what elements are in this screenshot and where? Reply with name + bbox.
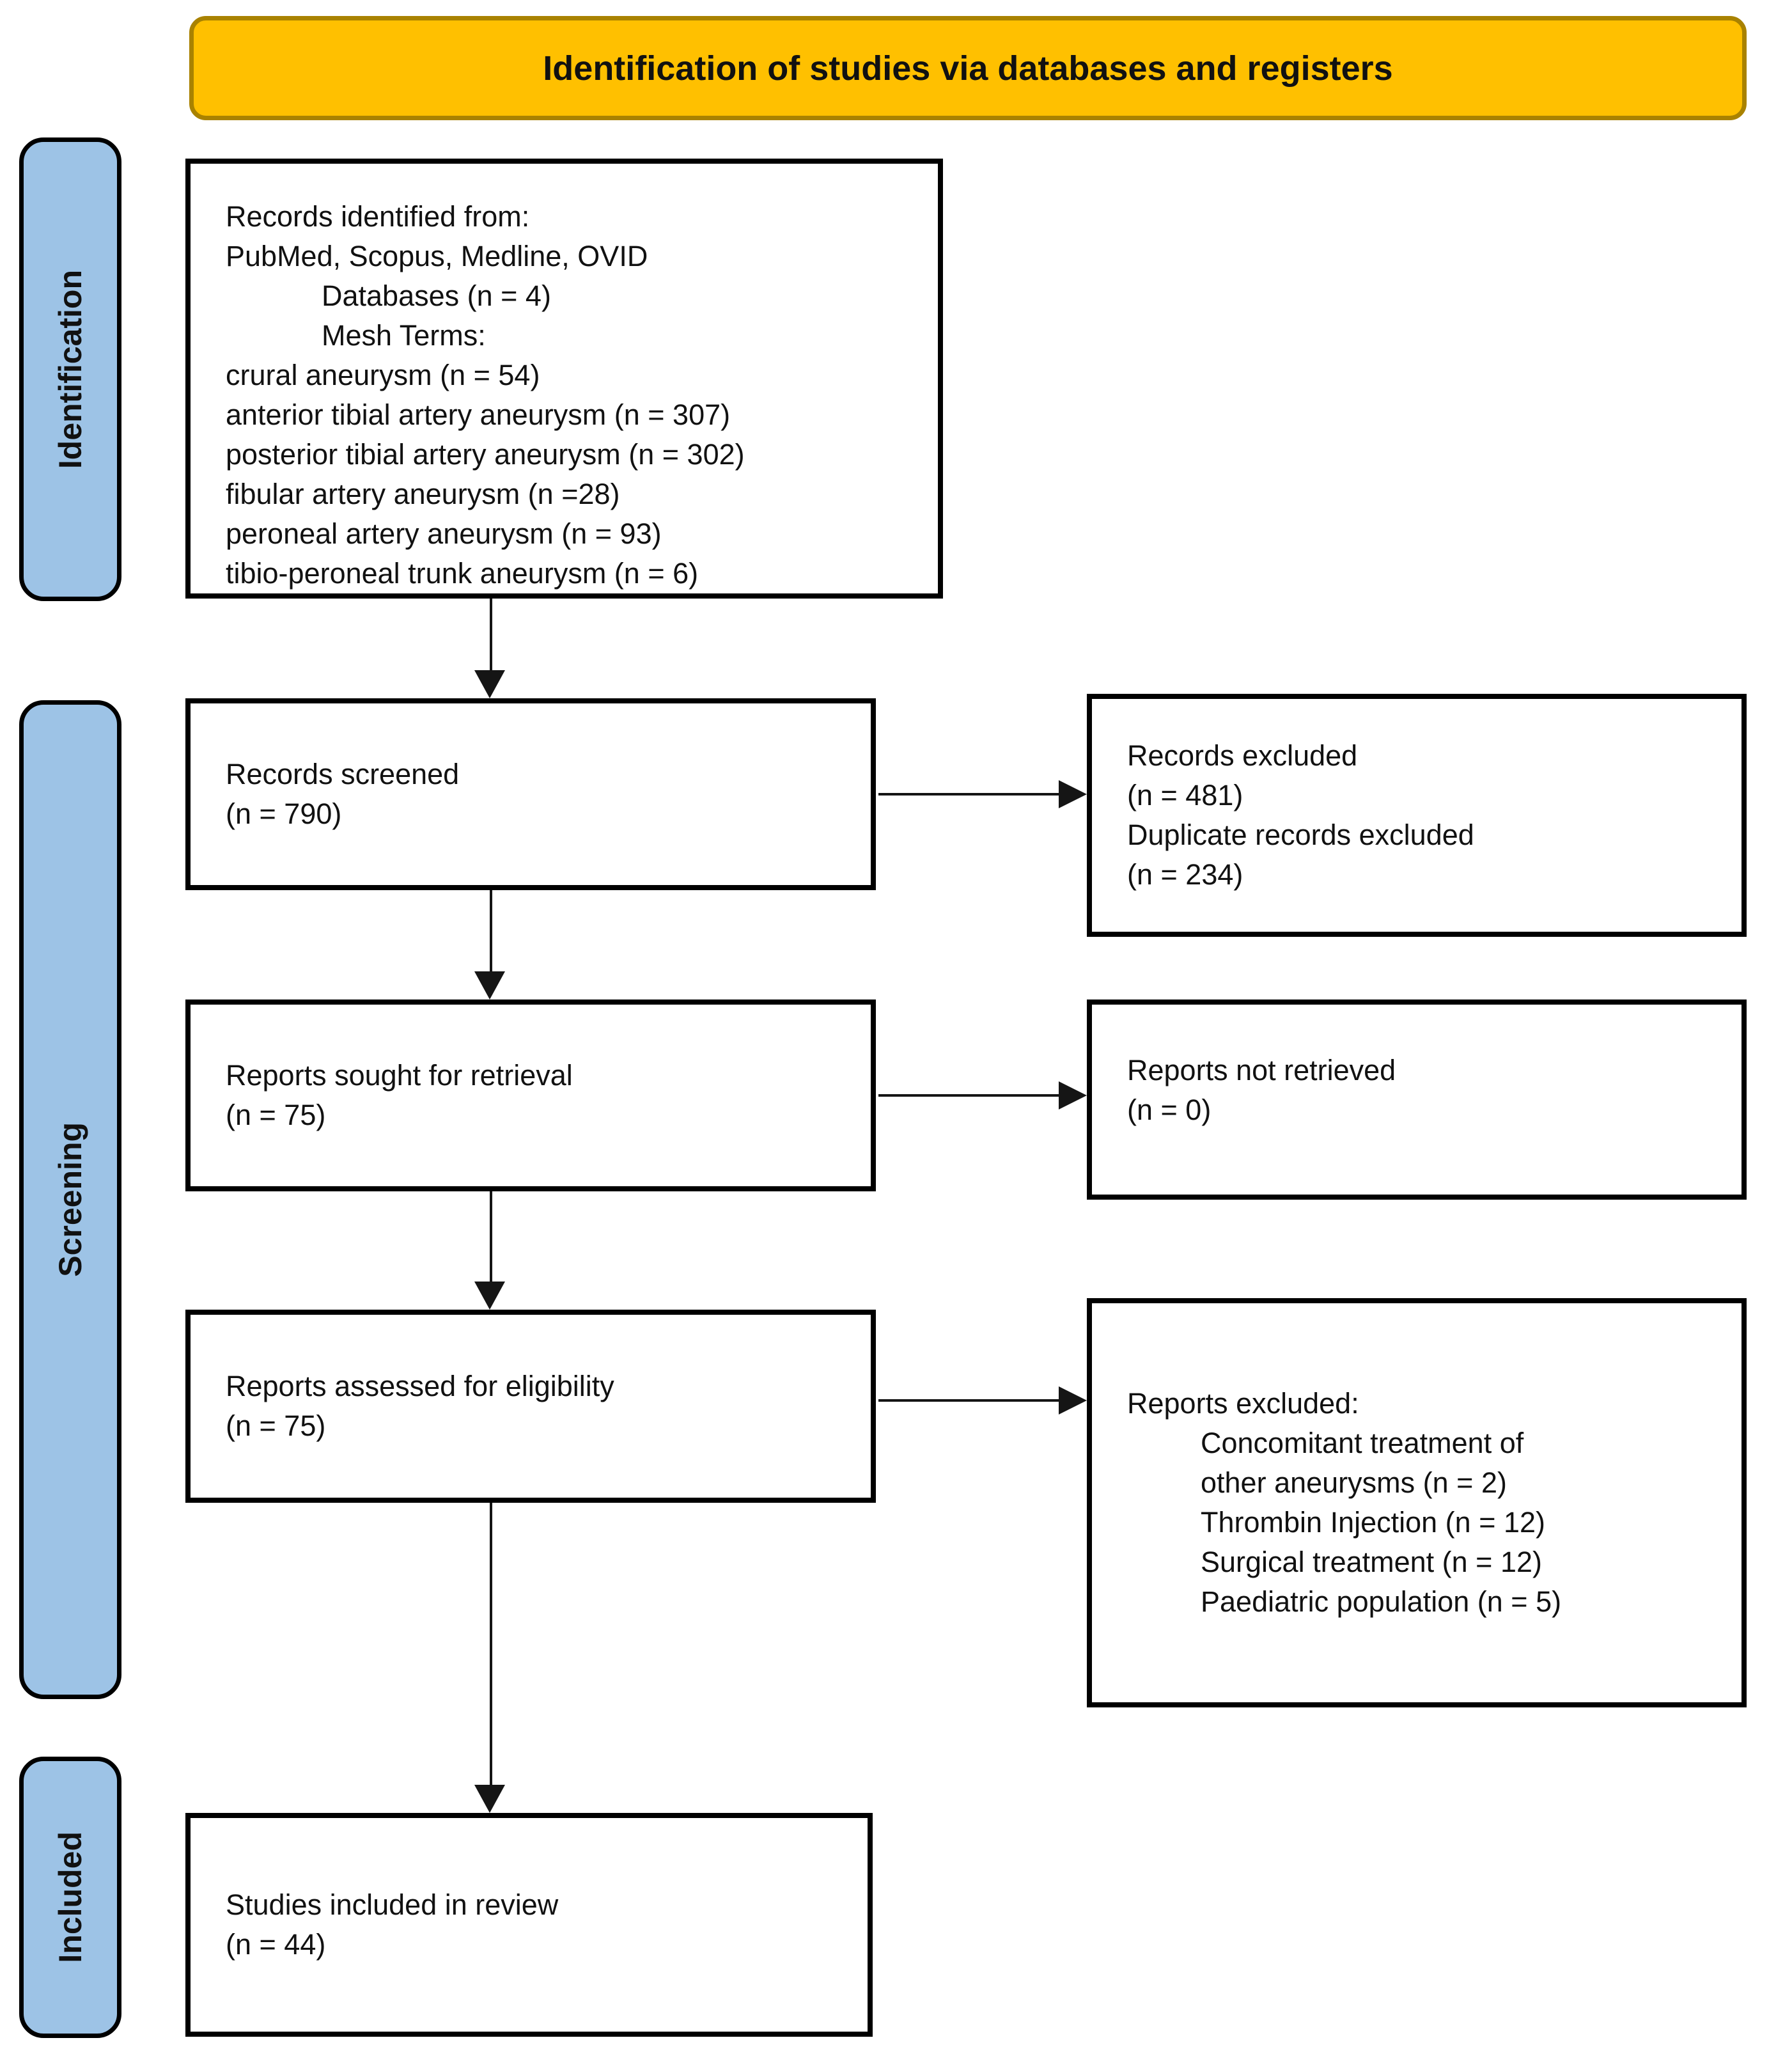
records-identified-line: anterior tibial artery aneurysm (n = 307… — [226, 398, 731, 431]
reports-excluded-line: Concomitant treatment of — [1201, 1427, 1524, 1459]
arrow-shaft — [878, 1094, 1059, 1097]
banner-title-text: Identification of studies via databases … — [543, 49, 1393, 88]
stage-label-identification: Identification — [52, 269, 88, 469]
reports-sought-line: (n = 75) — [226, 1099, 326, 1131]
arrow-shaft — [490, 890, 492, 971]
reports-not-retrieved-line: Reports not retrieved — [1127, 1053, 1396, 1086]
studies-included-line: Studies included in review — [226, 1888, 559, 1921]
records-excluded-box: Records excluded (n = 481) Duplicate rec… — [1087, 694, 1747, 937]
arrow-shaft — [490, 599, 492, 670]
records-identified-line: Databases (n = 4) — [322, 279, 551, 312]
records-identified-line: peroneal artery aneurysm (n = 93) — [226, 517, 662, 550]
records-excluded-line: Records excluded — [1127, 739, 1358, 772]
stage-band-included: Included — [19, 1757, 121, 2038]
reports-excluded-line: other aneurysms (n = 2) — [1201, 1466, 1507, 1499]
stage-label-screening: Screening — [52, 1122, 88, 1277]
records-identified-line: fibular artery aneurysm (n =28) — [226, 478, 620, 510]
arrow-head-down-icon — [474, 1785, 505, 1813]
records-screened-line: (n = 790) — [226, 797, 342, 830]
arrow-shaft — [878, 793, 1059, 796]
arrow-head-right-icon — [1059, 780, 1087, 808]
records-identified-line: Records identified from: — [226, 200, 530, 233]
studies-included-box: Studies included in review (n = 44) — [185, 1813, 873, 2037]
records-identified-line: tibio-peroneal trunk aneurysm (n = 6) — [226, 557, 699, 590]
arrow-head-down-icon — [474, 971, 505, 1000]
records-identified-line: crural aneurysm (n = 54) — [226, 359, 540, 391]
records-identified-box: Records identified from: PubMed, Scopus,… — [185, 159, 943, 599]
arrow-shaft — [490, 1503, 492, 1785]
reports-sought-box: Reports sought for retrieval (n = 75) — [185, 1000, 876, 1191]
reports-excluded-line: Reports excluded: — [1127, 1387, 1359, 1420]
stage-band-identification: Identification — [19, 137, 121, 601]
stage-band-screening: Screening — [19, 700, 121, 1699]
arrow-head-right-icon — [1059, 1081, 1087, 1109]
stage-label-included: Included — [52, 1831, 88, 1963]
arrow-shaft — [490, 1191, 492, 1282]
reports-excluded-line: Paediatric population (n = 5) — [1201, 1585, 1562, 1618]
banner-title: Identification of studies via databases … — [189, 16, 1747, 120]
records-screened-line: Records screened — [226, 758, 460, 790]
reports-assessed-line: (n = 75) — [226, 1409, 326, 1442]
reports-not-retrieved-box: Reports not retrieved (n = 0) — [1087, 1000, 1747, 1200]
reports-assessed-box: Reports assessed for eligibility (n = 75… — [185, 1310, 876, 1503]
reports-not-retrieved-line: (n = 0) — [1127, 1093, 1212, 1126]
arrow-head-down-icon — [474, 670, 505, 698]
records-identified-line: posterior tibial artery aneurysm (n = 30… — [226, 438, 745, 471]
arrow-head-right-icon — [1059, 1386, 1087, 1415]
records-identified-line: Mesh Terms: — [322, 319, 486, 352]
reports-excluded-line: Surgical treatment (n = 12) — [1201, 1546, 1543, 1578]
reports-excluded-box: Reports excluded: Concomitant treatment … — [1087, 1298, 1747, 1707]
reports-assessed-line: Reports assessed for eligibility — [226, 1370, 614, 1402]
arrow-head-down-icon — [474, 1282, 505, 1310]
records-identified-line: PubMed, Scopus, Medline, OVID — [226, 240, 648, 272]
records-excluded-line: (n = 234) — [1127, 858, 1243, 891]
arrow-shaft — [878, 1399, 1059, 1402]
studies-included-line: (n = 44) — [226, 1928, 326, 1961]
records-excluded-line: Duplicate records excluded — [1127, 819, 1474, 851]
reports-sought-line: Reports sought for retrieval — [226, 1059, 573, 1092]
records-excluded-line: (n = 481) — [1127, 779, 1243, 811]
records-screened-box: Records screened (n = 790) — [185, 698, 876, 890]
reports-excluded-line: Thrombin Injection (n = 12) — [1201, 1506, 1546, 1539]
